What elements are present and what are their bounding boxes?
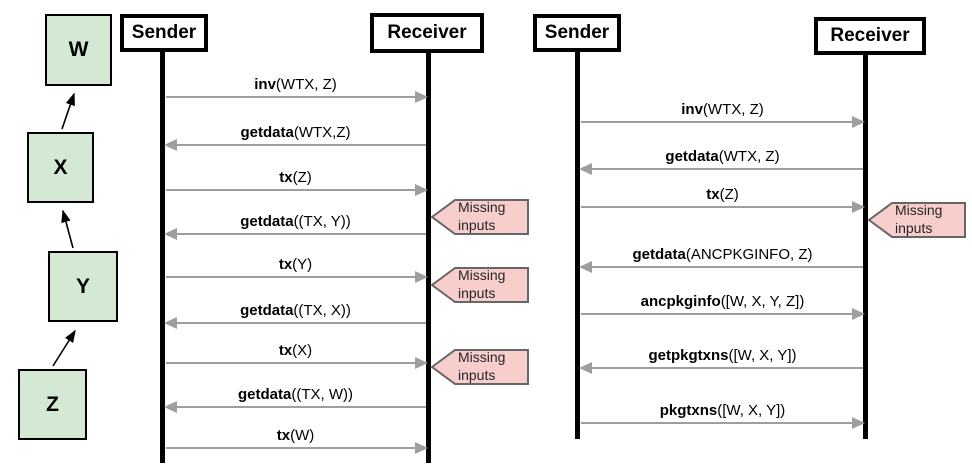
message-name: getpkgtxns xyxy=(648,347,729,364)
message-args: (WTX, Z) xyxy=(718,148,780,165)
message-arrow-right xyxy=(581,116,865,128)
message-arrow-right xyxy=(581,417,865,429)
message-arrow-right xyxy=(166,91,428,103)
callout-shape xyxy=(430,199,529,235)
message-args: ((TX, X)) xyxy=(293,302,351,319)
message-arrow-left xyxy=(164,317,426,329)
message-arrow-right xyxy=(166,357,428,369)
message-args: (WTX,Z) xyxy=(293,124,351,141)
callout-text: Missing inputs xyxy=(458,267,506,301)
callout-shape xyxy=(867,202,966,238)
sender-label: Sender xyxy=(544,22,610,43)
message-arrow-left xyxy=(579,362,863,374)
message-label: tx(W) xyxy=(162,427,429,444)
message-label: getdata((TX, X)) xyxy=(162,302,429,319)
callout-shape xyxy=(430,349,529,385)
message-arrow-left xyxy=(164,401,426,413)
message-label: ancpkginfo([W, X, Y, Z]) xyxy=(580,293,865,310)
message-arrow-left xyxy=(579,163,863,175)
missing-inputs-callout: Missing inputs xyxy=(867,200,968,240)
tx-node-y: Y xyxy=(48,251,118,322)
message-arrow-left xyxy=(164,139,426,151)
message-name: getdata xyxy=(238,386,292,403)
message-label: getdata(WTX, Z) xyxy=(580,148,865,165)
message-label: tx(Z) xyxy=(162,169,429,186)
chain-arrow-y-to-x xyxy=(61,209,74,249)
message-label: tx(X) xyxy=(162,342,429,359)
callout-text: Missing inputs xyxy=(458,199,506,233)
message-args: (WTX, Z) xyxy=(275,76,337,93)
message-name: inv xyxy=(681,101,703,118)
missing-inputs-callout: Missing inputs xyxy=(430,347,531,387)
callout-shape xyxy=(430,267,529,303)
callout-text: Missing inputs xyxy=(458,349,506,383)
receiver-lifeline xyxy=(426,53,431,463)
message-args: ((TX, W)) xyxy=(291,386,353,403)
sender-head-box: Sender xyxy=(533,14,621,52)
message-label: pkgtxns([W, X, Y]) xyxy=(580,402,865,419)
message-name: pkgtxns xyxy=(659,402,718,419)
message-name: getdata xyxy=(240,302,294,319)
receiver-head-box: Receiver xyxy=(814,17,926,55)
message-args: (Z) xyxy=(719,186,739,203)
callout-text: Missing inputs xyxy=(895,202,943,236)
message-label: getdata(ANCPKGINFO, Z) xyxy=(580,246,865,263)
missing-inputs-callout: Missing inputs xyxy=(430,265,531,305)
message-label: getpkgtxns([W, X, Y]) xyxy=(580,347,865,364)
message-arrow-left xyxy=(164,228,426,240)
message-name: tx xyxy=(279,169,293,186)
tx-node-w: W xyxy=(45,14,112,86)
message-name: tx xyxy=(278,256,293,273)
missing-inputs-callout: Missing inputs xyxy=(430,197,531,237)
message-args: (W) xyxy=(290,427,315,444)
message-args: (Z) xyxy=(292,169,312,186)
message-name: tx xyxy=(706,186,720,203)
sender-lifeline xyxy=(575,52,580,439)
message-name: getdata xyxy=(632,246,686,263)
message-label: inv(WTX, Z) xyxy=(162,76,429,93)
message-name: inv xyxy=(254,76,276,93)
message-label: tx(Y) xyxy=(162,256,429,273)
message-label: getdata((TX, Y)) xyxy=(162,213,429,230)
message-name: tx xyxy=(276,427,291,444)
message-args: ([W, X, Y]) xyxy=(717,402,786,419)
chain-arrow-z-to-y xyxy=(52,329,76,367)
tx-node-label: W xyxy=(68,38,89,61)
message-args: (ANCPKGINFO, Z) xyxy=(685,246,813,263)
message-args: (Y) xyxy=(292,256,313,273)
tx-node-label: Z xyxy=(46,392,59,416)
sender-head-box: Sender xyxy=(120,14,208,52)
sender-label: Sender xyxy=(131,22,197,43)
chain-arrow-x-to-w xyxy=(61,92,75,130)
receiver-label: Receiver xyxy=(387,22,467,43)
message-label: inv(WTX, Z) xyxy=(580,101,865,118)
receiver-label: Receiver xyxy=(830,25,910,46)
message-name: getdata xyxy=(240,124,294,141)
message-arrow-left xyxy=(579,261,863,273)
message-arrow-right xyxy=(581,308,865,320)
message-name: getdata xyxy=(240,213,294,230)
message-name: tx xyxy=(278,342,293,359)
tx-node-z: Z xyxy=(18,369,87,440)
message-args: (X) xyxy=(292,342,313,359)
message-args: ([W, X, Y, Z]) xyxy=(720,293,805,310)
message-arrow-right xyxy=(166,442,428,454)
message-arrow-right xyxy=(581,201,865,213)
message-arrow-right xyxy=(166,184,428,196)
message-name: ancpkginfo xyxy=(640,293,721,310)
message-label: tx(Z) xyxy=(580,186,865,203)
message-label: getdata((TX, W)) xyxy=(162,386,429,403)
tx-node-label: Y xyxy=(75,274,90,298)
message-args: ((TX, Y)) xyxy=(293,213,351,230)
message-name: getdata xyxy=(665,148,719,165)
sender-lifeline xyxy=(160,52,165,463)
message-args: (WTX, Z) xyxy=(702,101,764,118)
receiver-lifeline xyxy=(863,55,868,439)
message-label: getdata(WTX,Z) xyxy=(162,124,429,141)
message-args: ([W, X, Y]) xyxy=(728,347,797,364)
tx-node-x: X xyxy=(27,132,94,203)
message-arrow-right xyxy=(166,271,428,283)
tx-node-label: X xyxy=(53,155,68,179)
receiver-head-box: Receiver xyxy=(370,13,484,53)
